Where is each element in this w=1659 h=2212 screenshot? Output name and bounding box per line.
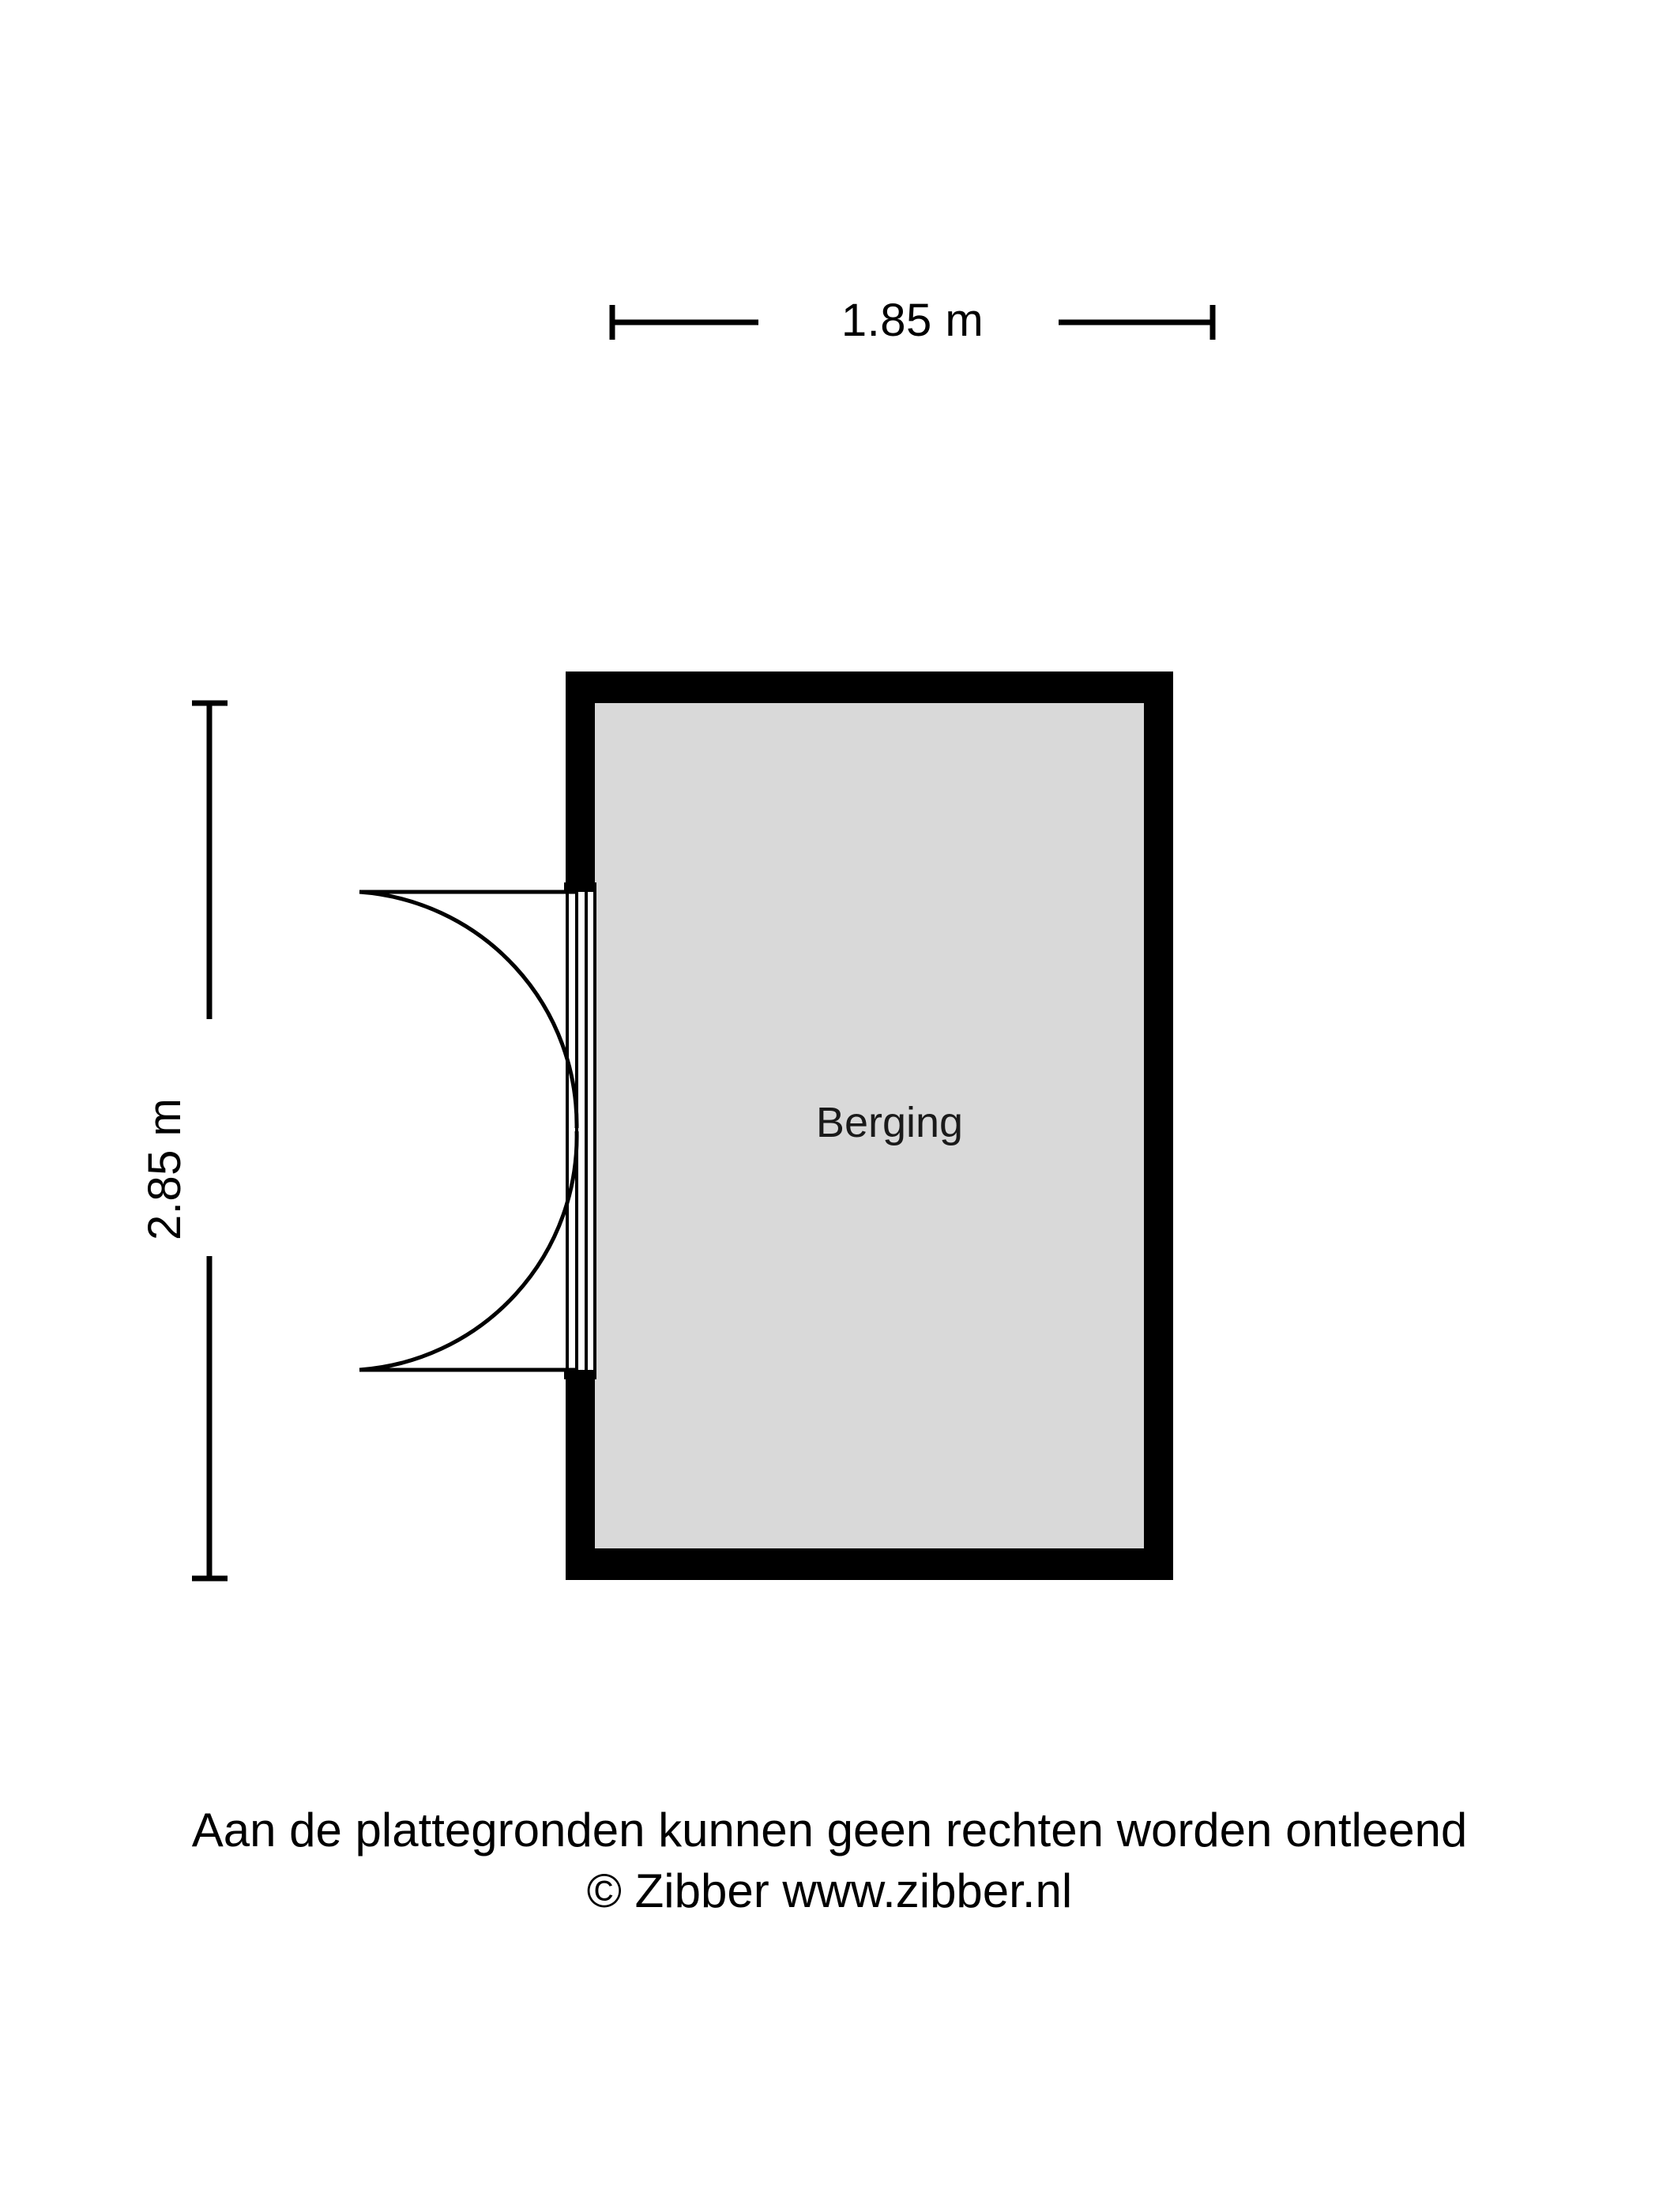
door-opening [564,882,596,1379]
dimension-line-width [609,305,1216,340]
door-swing-upper [359,890,579,1129]
door-arc-lower [359,1130,579,1372]
door-jamb-bottom [564,1370,596,1379]
dimension-label-height: 2.85 m [139,1097,190,1240]
room-floor-fill [595,703,1144,1548]
room-berging [566,672,1173,1580]
dimension-label-width: 1.85 m [841,295,984,346]
door-jamb-top [564,882,596,892]
door-frame-lines [566,889,596,1373]
footer: Aan de plattegronden kunnen geen rechten… [0,1803,1659,1920]
footer-disclaimer-text: Aan de plattegronden kunnen geen rechten… [191,1804,1468,1856]
door-opening-cutout [564,889,596,1373]
door-arc-upper [359,890,579,1129]
dimension-line-height [192,700,228,1582]
footer-copyright-text: © Zibber www.zibber.nl [586,1864,1073,1917]
door-swing-lower [359,1130,579,1372]
room-name-label: Berging [815,1099,964,1146]
